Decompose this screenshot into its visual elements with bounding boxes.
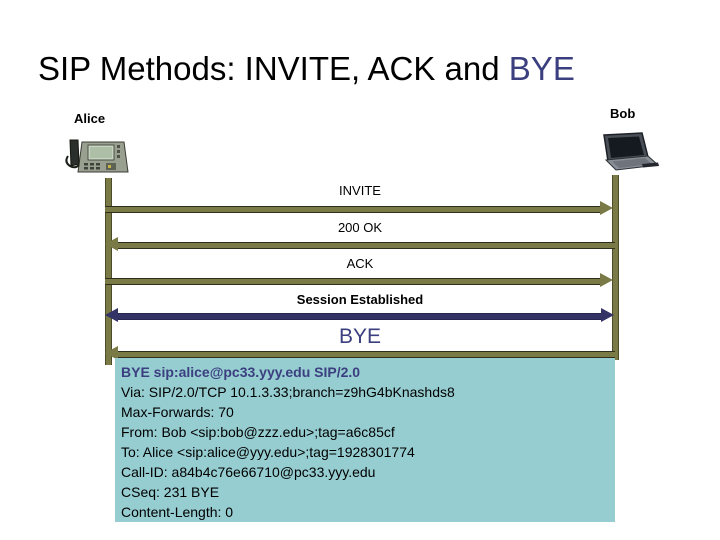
sip-line-request: BYE sip:alice@pc33.yyy.edu SIP/2.0 xyxy=(121,364,361,380)
page-title-prefix: SIP Methods: INVITE, ACK and xyxy=(38,50,509,87)
message-arrow-session-shaft xyxy=(117,313,603,320)
message-arrow-ack-shaft xyxy=(105,278,602,285)
sip-line-call-id: Call-ID: a84b4c76e66710@pc33.yyy.edu xyxy=(121,464,376,480)
message-label-200ok: 200 OK xyxy=(337,220,383,235)
message-arrow-200ok-shaft xyxy=(118,242,615,249)
lifeline-alice xyxy=(105,178,112,365)
sip-line-content-length: Content-Length: 0 xyxy=(121,504,234,520)
arrowhead-right-session xyxy=(601,308,614,322)
arrowhead-right-ack xyxy=(600,273,613,287)
arrowhead-left-bye xyxy=(105,346,118,360)
page-title: SIP Methods: INVITE, ACK and BYE xyxy=(38,50,575,88)
sip-line-via: Via: SIP/2.0/TCP 10.1.3.33;branch=z9hG4b… xyxy=(121,384,455,400)
sip-line-cseq: CSeq: 231 BYE xyxy=(121,484,220,500)
sip-message-panel: BYE sip:alice@pc33.yyy.edu SIP/2.0 Via: … xyxy=(115,358,615,522)
page-title-highlight: BYE xyxy=(508,50,575,87)
sip-line-max-forwards: Max-Forwards: 70 xyxy=(121,404,234,420)
arrowhead-right-invite xyxy=(600,201,613,215)
message-arrow-invite-shaft xyxy=(105,206,602,213)
message-label-session-established: Session Established xyxy=(296,292,424,307)
lifeline-bob xyxy=(612,175,619,360)
message-label-invite: INVITE xyxy=(339,183,381,198)
message-arrow-bye-shaft xyxy=(118,351,615,358)
sip-line-to: To: Alice <sip:alice@yyy.edu>;tag=192830… xyxy=(121,444,415,460)
sip-line-from: From: Bob <sip:bob@zzz.edu>;tag=a6c85cf xyxy=(121,424,395,440)
message-label-bye: BYE xyxy=(338,325,382,348)
laptop-icon xyxy=(598,131,664,175)
arrowhead-left-200ok xyxy=(105,237,118,251)
ip-phone-icon xyxy=(62,134,132,178)
message-label-ack: ACK xyxy=(346,256,374,271)
endpoint-label-alice: Alice xyxy=(74,111,106,126)
endpoint-label-bob: Bob xyxy=(610,106,636,121)
arrowhead-left-session xyxy=(105,308,118,322)
